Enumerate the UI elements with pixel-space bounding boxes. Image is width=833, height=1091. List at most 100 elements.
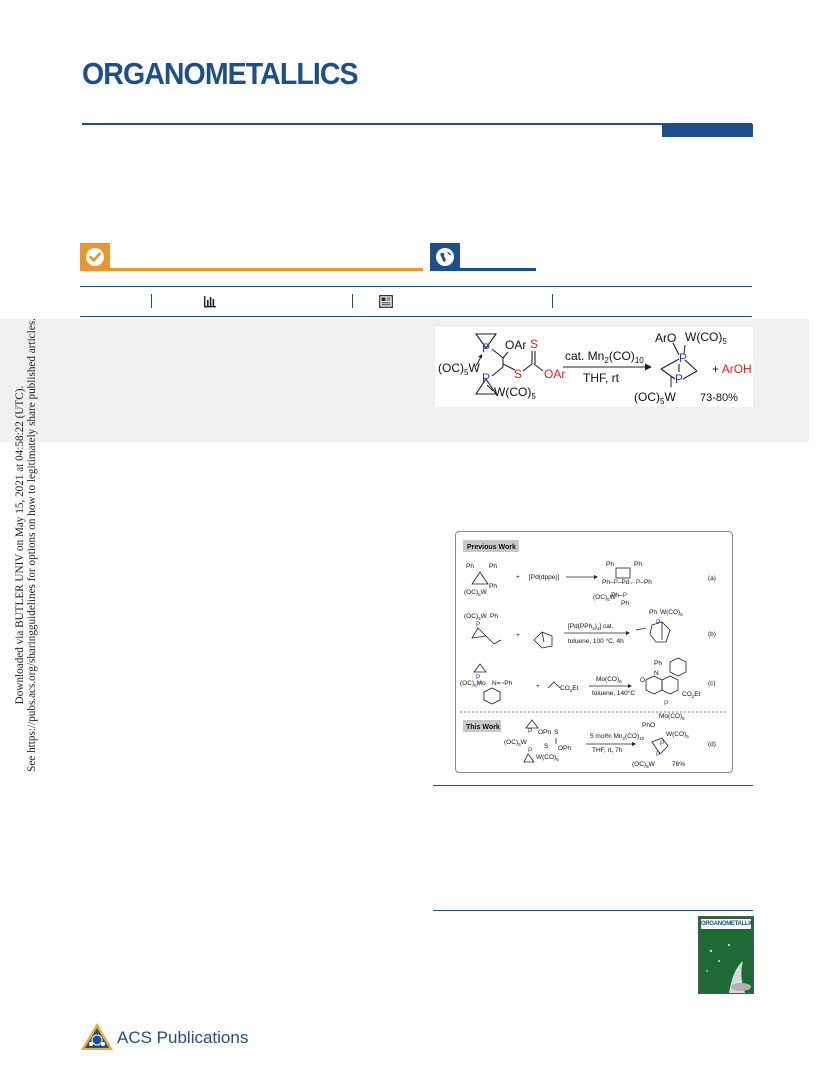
sharing-guidelines-line[interactable]: See https://pubs.acs.org/sharingguidelin… bbox=[26, 318, 38, 772]
header-corner-tab bbox=[662, 124, 753, 137]
oph-label: OPh bbox=[558, 745, 571, 752]
conditions-b: toluene, 100 °C, 4h bbox=[568, 637, 624, 645]
ph-label: Ph bbox=[466, 563, 474, 570]
product-mo: Mo(CO)5 bbox=[659, 713, 685, 721]
s-label: S bbox=[544, 743, 549, 750]
phosphorus-label: P bbox=[482, 371, 490, 385]
sulfur-label: S bbox=[514, 367, 522, 381]
w-left-label: (OC)5W bbox=[438, 361, 480, 377]
journal-cover-thumbnail[interactable]: ORGANOMETALLICS bbox=[698, 916, 754, 994]
cover-journal-name: ORGANOMETALLICS bbox=[701, 919, 754, 929]
product-aro: ArO bbox=[655, 331, 676, 345]
open-access-rule bbox=[110, 268, 423, 271]
o-label: O bbox=[640, 677, 645, 684]
n-label: N bbox=[654, 670, 659, 677]
phosphorus-label: P bbox=[656, 619, 660, 626]
ph-label: Ph bbox=[649, 609, 657, 616]
w-product-label: W(CO)5 bbox=[660, 609, 683, 617]
metrics-separator bbox=[552, 294, 553, 308]
ph-label: Ph bbox=[634, 561, 642, 568]
this-work-label: This Work bbox=[466, 724, 500, 731]
ester-oar-label: OAr bbox=[544, 367, 565, 381]
w-bottom-label: W(CO)5 bbox=[494, 385, 536, 401]
catalyst-b: [Pd(PPh3)4] cat. bbox=[568, 623, 614, 631]
s-label: S bbox=[554, 729, 559, 736]
journal-logo: ORGANOMETALLICS bbox=[82, 56, 359, 91]
w-label: (OC)5W bbox=[593, 594, 617, 602]
plus-sign: + bbox=[536, 683, 540, 690]
toc-reagent: cat. Mn2(CO)10 bbox=[565, 349, 644, 365]
phosphorus-label: P bbox=[675, 372, 683, 386]
row-b-tag: (b) bbox=[708, 631, 716, 638]
open-access-badge[interactable] bbox=[80, 243, 110, 271]
mo-label: (OC)5Mo bbox=[460, 680, 486, 688]
oar-label: OAr bbox=[505, 338, 526, 352]
column-rule bbox=[433, 910, 753, 911]
pd-complex-bottom: Ph–P bbox=[611, 592, 627, 599]
column-rule bbox=[433, 785, 753, 786]
article-recommendations-icon[interactable] bbox=[379, 295, 393, 308]
phosphorus-label: P bbox=[528, 728, 532, 735]
phosphorus-label: P bbox=[656, 751, 660, 758]
conditions-c: toluene, 140°C bbox=[592, 689, 635, 697]
w-label: (OC)5W bbox=[464, 613, 488, 621]
row-c-tag: (c) bbox=[708, 680, 716, 687]
yield-d: 76% bbox=[672, 761, 685, 768]
check-circle-icon bbox=[86, 248, 104, 266]
toc-conditions: THF, rt bbox=[583, 371, 620, 385]
plus-sign: + bbox=[516, 632, 520, 639]
toc-yield: 73-80% bbox=[700, 392, 738, 404]
w-label: (OC)5W bbox=[464, 589, 488, 597]
previous-work-tag bbox=[463, 540, 519, 552]
reagent-c: Mo(CO)6 bbox=[596, 676, 622, 684]
previous-work-label: Previous Work bbox=[467, 544, 516, 551]
toc-graphic: P P OAr S S OAr (OC)5W W(CO)5 cat. Mn2(C… bbox=[435, 327, 753, 407]
product-w-top: W(CO)5 bbox=[685, 330, 727, 346]
ph-label: Ph bbox=[489, 583, 497, 590]
metrics-separator bbox=[151, 294, 152, 308]
bar-chart-icon[interactable] bbox=[203, 294, 217, 308]
pd-complex: Ph–P–Pd←P–Ph bbox=[602, 579, 652, 586]
metrics-bar-bottom-rule bbox=[80, 316, 752, 317]
plus-sign: + bbox=[516, 574, 520, 581]
phosphorus-label: P bbox=[482, 341, 490, 355]
pho-label: PhO bbox=[642, 722, 655, 729]
product-w-bottom: (OC)5W bbox=[634, 390, 676, 406]
phosphorus-label: P bbox=[476, 621, 480, 628]
ph-label: Ph bbox=[654, 660, 662, 667]
cover-art bbox=[699, 931, 753, 993]
phosphorus-label: P bbox=[476, 674, 480, 681]
download-notice: Downloaded via BUTLER UNIV on May 15, 20… bbox=[0, 0, 40, 1091]
publisher-name[interactable]: ACS Publications bbox=[117, 1028, 249, 1047]
conditions-d: THF, rt, 7h bbox=[592, 747, 623, 754]
globe-icon bbox=[436, 248, 454, 266]
metrics-separator bbox=[352, 294, 353, 308]
this-work-tag bbox=[463, 720, 501, 732]
catalyst-d: 5 mol% Mn2(CO)10 bbox=[590, 733, 645, 741]
thiocarbonyl-label: S bbox=[530, 337, 538, 351]
ph-label: Ph bbox=[621, 600, 629, 607]
w-product-bottom: (OC)5W bbox=[632, 761, 656, 769]
ph-label: Ph bbox=[606, 561, 614, 568]
row-d-tag: (d) bbox=[708, 741, 716, 748]
phosphorus-label: P bbox=[664, 700, 668, 707]
phosphorus-label: P bbox=[528, 747, 532, 754]
metrics-bar-top-rule bbox=[80, 286, 752, 287]
download-line: Downloaded via BUTLER UNIV on May 15, 20… bbox=[14, 385, 26, 705]
scheme-figure: Previous Work Ph Ph Ph (OC)5W + [Pd(dppe… bbox=[455, 531, 733, 773]
ph-label: Ph bbox=[490, 613, 498, 620]
byproduct: + ArOH bbox=[712, 362, 752, 376]
header-rule bbox=[82, 123, 752, 125]
w-left-label: (OC)5W bbox=[504, 739, 528, 747]
ph-label: Ph bbox=[489, 563, 497, 570]
product-ester: CO2Et bbox=[682, 691, 701, 699]
row-a-tag: (a) bbox=[708, 575, 716, 582]
w-bottom-label: W(CO)5 bbox=[536, 754, 559, 762]
imine-label: N=~Ph bbox=[492, 680, 513, 687]
phosphorus-label: P bbox=[660, 740, 664, 747]
globe-badge[interactable] bbox=[430, 243, 460, 271]
acs-logo-icon[interactable] bbox=[80, 1022, 114, 1057]
w-product-top: W(CO)5 bbox=[666, 731, 689, 739]
globe-rule bbox=[460, 268, 536, 271]
reagent-a: [Pd(dppe)] bbox=[529, 574, 560, 581]
